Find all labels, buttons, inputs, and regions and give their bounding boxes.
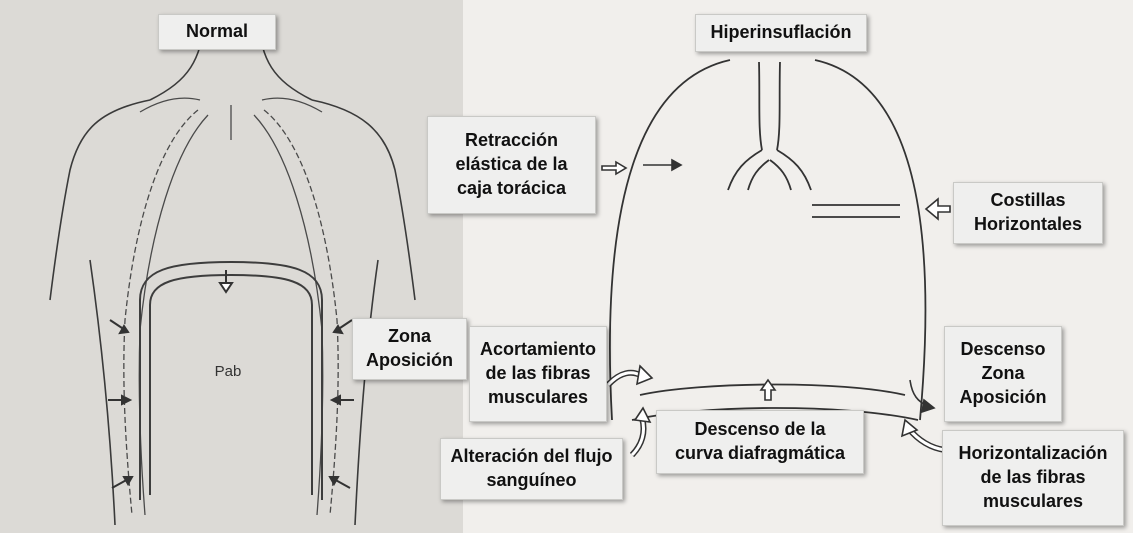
alteracion-flujo-label: Alteración del flujo sanguíneo — [440, 438, 623, 500]
horizontalizacion-label: Horizontalización de las fibras muscular… — [942, 430, 1124, 526]
retraccion-label: Retracción elástica de la caja torácica — [427, 116, 596, 214]
normal-title: Normal — [158, 14, 276, 50]
hiperinsuflacion-title: Hiperinsuflación — [695, 14, 867, 52]
rib-cage — [124, 98, 338, 515]
normal-torso-outline — [50, 20, 415, 525]
costillas-label: Costillas Horizontales — [953, 182, 1103, 244]
descenso-zona-label: Descenso Zona Aposición — [944, 326, 1062, 422]
acortamiento-label: Acortamiento de las fibras musculares — [469, 326, 607, 422]
descenso-curva-label: Descenso de la curva diafragmática — [656, 410, 864, 474]
hyperinflated-chest — [610, 60, 926, 420]
zona-aposicion-label: Zona Aposición — [352, 318, 467, 380]
pab-label: Pab — [203, 360, 253, 384]
